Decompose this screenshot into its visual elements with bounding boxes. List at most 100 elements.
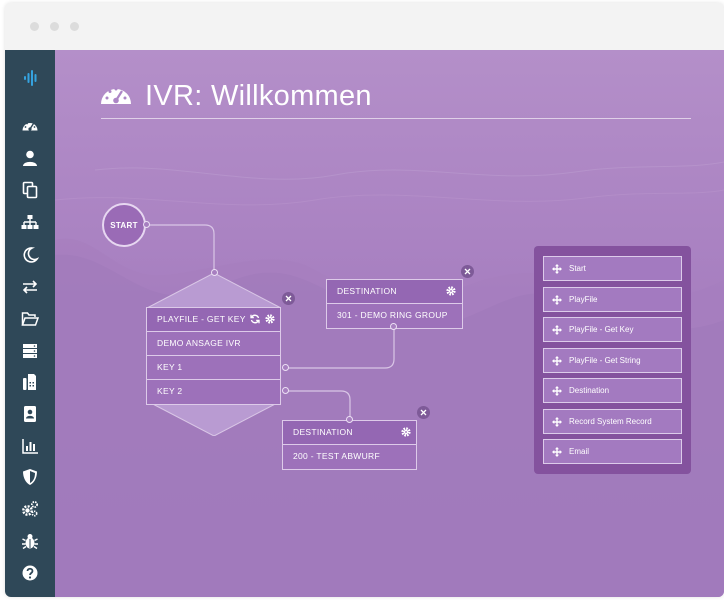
toolbox-item-label: PlayFile - Get Key: [569, 325, 634, 334]
sidebar-item-fax[interactable]: [17, 369, 43, 395]
audio-wave-icon: [24, 70, 37, 86]
key-1-output-port[interactable]: [282, 364, 289, 371]
page-title: IVR: Willkommen: [145, 80, 372, 112]
exchange-icon: [22, 280, 38, 294]
playfile-key-label: KEY 1: [157, 362, 183, 372]
move-icon: [552, 355, 562, 366]
sidebar-item-security[interactable]: [17, 464, 43, 490]
move-icon: [552, 325, 562, 335]
destination-node-ring-group[interactable]: DESTINATION 301 - DEMO RING GROUP: [326, 279, 463, 329]
window-close-dot[interactable]: [30, 22, 39, 31]
refresh-icon[interactable]: [250, 314, 260, 324]
toolbox-item-playfile-get-string[interactable]: PlayFile - Get String: [543, 347, 682, 373]
destination-node-title: DESTINATION: [337, 286, 397, 296]
toolbox-item-playfile-get-key[interactable]: PlayFile - Get Key: [543, 317, 682, 342]
destination-target-row: 200 - TEST ABWURF: [283, 445, 416, 469]
toolbox-item-label: PlayFile - Get String: [569, 355, 641, 365]
destination-2-input-port[interactable]: [346, 416, 353, 423]
sidebar-item-users[interactable]: [17, 145, 43, 171]
sidebar-item-stats[interactable]: [17, 433, 43, 459]
bar-chart-icon: [22, 439, 38, 454]
playfile-node-header: PLAYFILE - GET KEY: [147, 308, 280, 332]
sidebar-item-server[interactable]: [17, 338, 43, 364]
close-icon: [285, 295, 292, 302]
gear-icon[interactable]: [446, 286, 456, 296]
speedometer-icon: [22, 121, 38, 131]
playfile-key-row: KEY 2: [147, 380, 280, 404]
sitemap-icon: [21, 215, 39, 229]
shield-icon: [23, 469, 37, 485]
server-icon: [23, 344, 37, 358]
app-window: IVR: Willkommen START PLAYFILE - GET KEY: [5, 3, 724, 597]
toolbox-item-label: PlayFile: [569, 294, 598, 304]
destination-1-input-port[interactable]: [390, 323, 397, 330]
playfile-key-label: KEY 2: [157, 386, 183, 396]
toolbox-item-record-system-record[interactable]: Record System Record: [543, 408, 682, 434]
title-divider: [101, 118, 691, 119]
folder-open-icon: [21, 312, 39, 326]
destination-node-header: DESTINATION: [283, 421, 416, 445]
toolbox-item-label: Email: [569, 447, 590, 456]
close-icon: [464, 268, 471, 275]
sidebar-item-dashboard[interactable]: [17, 113, 43, 139]
destination-node-title: DESTINATION: [293, 427, 353, 437]
move-icon: [552, 447, 562, 457]
destination-node-header: DESTINATION: [327, 280, 462, 304]
toolbox-item-label: Start: [569, 264, 586, 273]
sidebar-item-folder[interactable]: [17, 306, 43, 332]
destination-2-delete-button[interactable]: [417, 406, 430, 419]
question-circle-icon: [22, 565, 38, 581]
sidebar-item-contacts[interactable]: [17, 401, 43, 427]
destination-target-label: 200 - TEST ABWURF: [293, 451, 380, 461]
fax-icon: [23, 374, 36, 390]
playfile-key-row: KEY 1: [147, 356, 280, 380]
toolbox-item-start[interactable]: Start: [543, 256, 682, 281]
toolbox-item-destination[interactable]: Destination: [543, 378, 682, 403]
destination-target-row: 301 - DEMO RING GROUP: [327, 304, 462, 328]
toolbox-item-label: Record System Record: [569, 416, 652, 426]
user-icon: [23, 150, 37, 166]
toolbox-item-label: Destination: [569, 386, 610, 395]
gear-icon[interactable]: [265, 314, 275, 324]
sidebar-item-debug[interactable]: [17, 528, 43, 554]
sidebar-item-settings[interactable]: [17, 496, 43, 522]
moon-icon: [23, 247, 39, 263]
start-node[interactable]: START: [102, 203, 146, 247]
key-2-output-port[interactable]: [282, 387, 289, 394]
destination-1-delete-button[interactable]: [461, 265, 474, 278]
move-icon: [552, 264, 562, 274]
toolbox-item-playfile[interactable]: PlayFile: [543, 286, 682, 312]
close-icon: [420, 409, 427, 416]
sidebar: [5, 50, 55, 597]
gears-icon: [22, 501, 38, 517]
toolbox-item-email[interactable]: Email: [543, 439, 682, 464]
playfile-input-port[interactable]: [211, 269, 218, 276]
start-output-port[interactable]: [143, 221, 150, 228]
sidebar-logo[interactable]: [17, 65, 43, 91]
window-minimize-dot[interactable]: [50, 22, 59, 31]
sidebar-item-night[interactable]: [17, 242, 43, 268]
bug-icon: [22, 534, 38, 550]
sidebar-item-help[interactable]: [17, 560, 43, 586]
speedometer-icon: [101, 87, 131, 104]
playfile-file-label: DEMO ANSAGE IVR: [157, 338, 241, 348]
move-icon: [552, 386, 562, 396]
move-icon: [552, 416, 562, 427]
copy-icon: [22, 181, 38, 199]
ivr-editor-canvas: IVR: Willkommen START PLAYFILE - GET KEY: [55, 50, 724, 597]
destination-target-label: 301 - DEMO RING GROUP: [337, 310, 448, 320]
sidebar-item-hierarchy[interactable]: [17, 210, 43, 236]
start-node-label: START: [110, 220, 138, 230]
playfile-file-row: DEMO ANSAGE IVR: [147, 332, 280, 356]
destination-node-test-abwurf[interactable]: DESTINATION 200 - TEST ABWURF: [282, 420, 417, 470]
playfile-node-title: PLAYFILE - GET KEY: [157, 314, 246, 324]
window-maximize-dot[interactable]: [70, 22, 79, 31]
sidebar-item-copy[interactable]: [17, 177, 43, 203]
sidebar-item-transfer[interactable]: [17, 274, 43, 300]
node-toolbox: Start PlayFile PlayFile - Get Key PlayFi…: [534, 246, 691, 474]
playfile-get-key-node[interactable]: PLAYFILE - GET KEY DEMO ANSAGE IVR KEY 1: [146, 307, 281, 405]
address-book-icon: [24, 406, 36, 422]
gear-icon[interactable]: [401, 427, 411, 437]
move-icon: [552, 294, 562, 305]
playfile-delete-button[interactable]: [282, 292, 295, 305]
